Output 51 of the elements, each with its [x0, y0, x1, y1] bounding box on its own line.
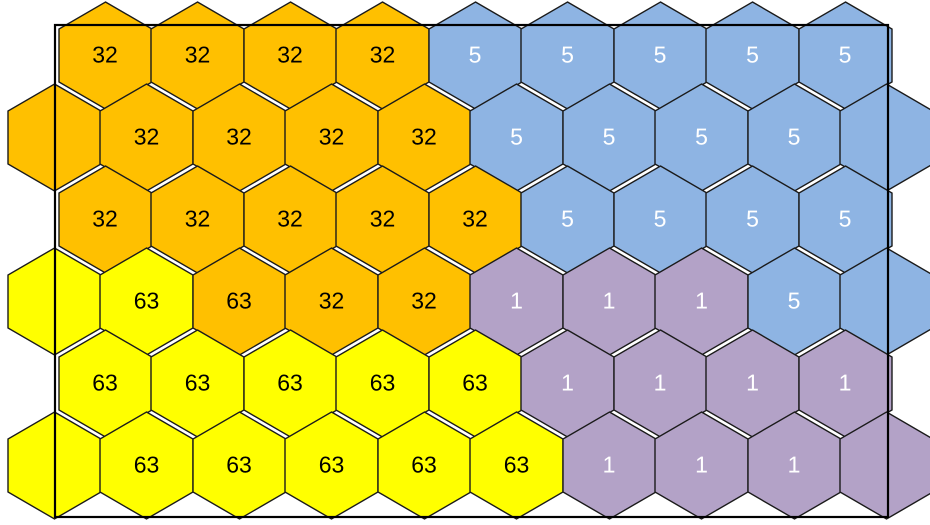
tile-value: 1	[788, 452, 800, 478]
tile-value: 5	[788, 288, 800, 314]
tile-value: 5	[510, 124, 523, 150]
tile-value: 63	[370, 370, 396, 396]
tile-value: 32	[318, 288, 344, 314]
tile-value: 63	[134, 452, 160, 478]
tile-value: 32	[134, 124, 160, 150]
tile-value: 63	[134, 288, 160, 314]
tile-value: 63	[411, 452, 437, 478]
tile-value: 32	[462, 206, 488, 232]
tile-value: 63	[277, 370, 303, 396]
tile-value: 1	[654, 370, 666, 396]
tile-value: 5	[561, 206, 574, 232]
tile-value: 32	[370, 42, 396, 68]
tile-value: 1	[602, 452, 616, 478]
tile-value: 63	[462, 370, 488, 396]
tile-value: 1	[695, 288, 708, 314]
tile-value: 1	[838, 370, 852, 396]
tile-value: 63	[504, 452, 530, 478]
tile-value: 63	[184, 370, 210, 396]
tile-value: 32	[184, 206, 210, 232]
tile-value: 63	[92, 370, 118, 396]
tile-value: 5	[695, 124, 708, 150]
tile-value: 5	[838, 206, 852, 232]
tile-value: 1	[602, 288, 616, 314]
tile-value: 5	[746, 42, 759, 68]
tile-value: 32	[411, 124, 437, 150]
tile-value: 5	[654, 42, 666, 68]
tile-value: 5	[838, 42, 852, 68]
tile-value: 5	[654, 206, 666, 232]
tile-value: 32	[226, 124, 252, 150]
tile-value: 32	[277, 42, 303, 68]
tile-value: 63	[318, 452, 344, 478]
tile-value: 5	[561, 42, 574, 68]
tile-value: 1	[561, 370, 574, 396]
tile-value: 32	[318, 124, 344, 150]
tile-value: 32	[411, 288, 437, 314]
tile-value: 1	[746, 370, 759, 396]
tile-value: 32	[92, 206, 118, 232]
tile-value: 1	[510, 288, 523, 314]
tile-value: 63	[226, 288, 252, 314]
tile-value: 63	[226, 452, 252, 478]
tile-value: 5	[746, 206, 759, 232]
tile-value: 32	[184, 42, 210, 68]
tile-value: 5	[468, 42, 482, 68]
tile-value: 5	[602, 124, 616, 150]
tile-value: 32	[92, 42, 118, 68]
tile-value: 1	[695, 452, 708, 478]
tile-value: 32	[370, 206, 396, 232]
tile-value: 32	[277, 206, 303, 232]
tile-value: 5	[788, 124, 800, 150]
